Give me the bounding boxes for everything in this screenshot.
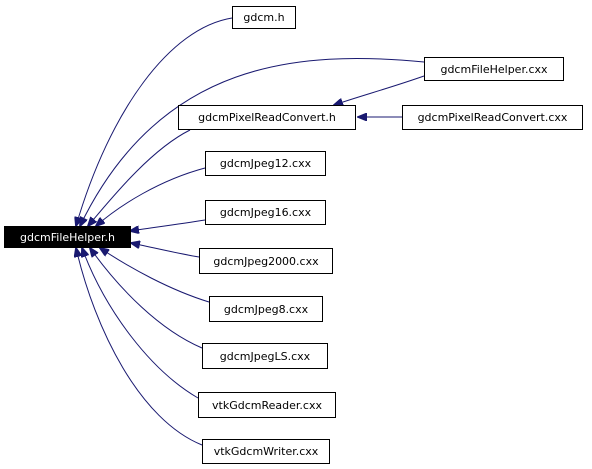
node-gdcmJpegLS-cxx[interactable]: gdcmJpegLS.cxx bbox=[202, 343, 328, 369]
edge-gdcmFileHelper-cxx-pixelreadconvert-h bbox=[334, 75, 425, 105]
node-gdcmJpeg2000-cxx[interactable]: gdcmJpeg2000.cxx bbox=[199, 248, 333, 274]
edge-gdcmFileHelper-cxx-root bbox=[80, 57, 425, 226]
node-gdcmFileHelper-h: gdcmFileHelper.h bbox=[4, 226, 131, 248]
edge-gdcmJpeg2000-cxx bbox=[131, 243, 200, 258]
edge-gdcmJpeg8-cxx bbox=[100, 248, 210, 303]
edge-vtkGdcmReader-cxx bbox=[82, 248, 199, 399]
edge-gdcmJpeg16-cxx bbox=[130, 219, 206, 231]
edge-gdcmPixelReadConvert-h bbox=[88, 129, 191, 226]
node-gdcmJpeg8-cxx[interactable]: gdcmJpeg8.cxx bbox=[209, 296, 323, 322]
node-gdcmJpeg16-cxx[interactable]: gdcmJpeg16.cxx bbox=[205, 200, 326, 225]
edge-gdcmJpegLS-cxx bbox=[90, 248, 203, 349]
edge-gdcmJpeg12-cxx bbox=[96, 167, 206, 226]
node-gdcmPixelReadConvert-h[interactable]: gdcmPixelReadConvert.h bbox=[178, 105, 356, 130]
node-gdcmFileHelper-cxx[interactable]: gdcmFileHelper.cxx bbox=[424, 57, 564, 81]
node-gdcm-h[interactable]: gdcm.h bbox=[232, 6, 296, 29]
node-gdcmPixelReadConvert-cxx[interactable]: gdcmPixelReadConvert.cxx bbox=[402, 105, 583, 130]
edge-vtkGdcmWriter-cxx bbox=[76, 248, 203, 446]
node-gdcmJpeg12-cxx[interactable]: gdcmJpeg12.cxx bbox=[205, 151, 326, 176]
node-vtkGdcmReader-cxx[interactable]: vtkGdcmReader.cxx bbox=[198, 392, 336, 418]
node-vtkGdcmWriter-cxx[interactable]: vtkGdcmWriter.cxx bbox=[202, 439, 330, 464]
edge-gdcm-h bbox=[76, 17, 233, 226]
